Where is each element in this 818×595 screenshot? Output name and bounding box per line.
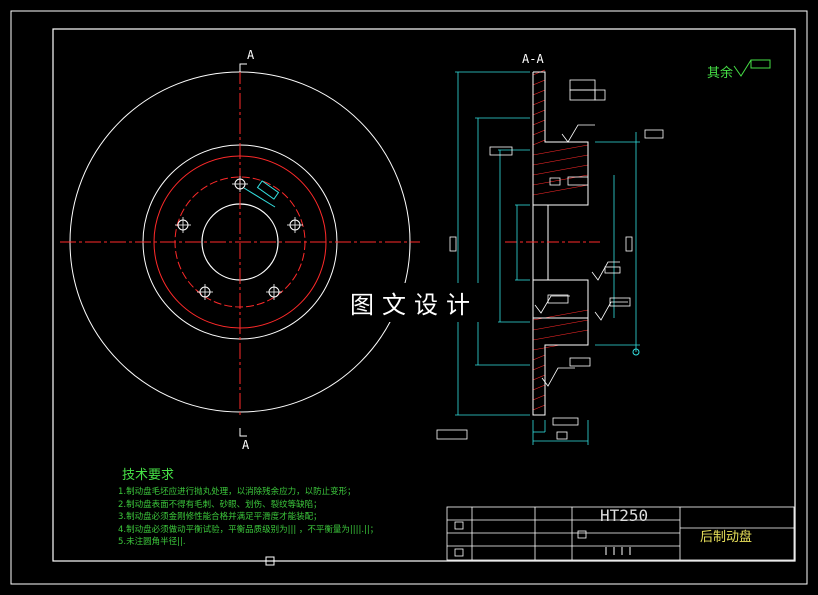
part-name-label: 后制动盘 <box>700 530 753 545</box>
bolt-callout-box <box>256 180 280 200</box>
tech-note: 5.未注圆角半径||. <box>118 537 186 547</box>
title-block <box>446 506 795 561</box>
watermark: 图文设计 <box>346 283 482 322</box>
roughness-note: 其余 <box>707 66 734 81</box>
front-view <box>60 63 420 437</box>
section-view <box>436 69 664 445</box>
section-label: A-A <box>522 52 544 66</box>
bolt-hole-crosses <box>175 176 303 300</box>
center-mark <box>265 556 275 566</box>
material-label: HT250 <box>600 506 649 525</box>
cut-label-bottom: A <box>242 438 250 452</box>
tech-note: 1.制动盘毛坯应进行抛丸处理，以消除残余应力，以防止变形； <box>118 487 356 497</box>
general-roughness-box <box>750 59 771 69</box>
inner-frame <box>52 28 796 562</box>
cut-arrow-top <box>239 63 247 72</box>
cut-label-top: A <box>247 48 255 62</box>
outer-frame <box>10 10 808 585</box>
tech-note: 3.制动盘必须金刚修性能合格并满足平滑度才能装配； <box>118 512 322 522</box>
tech-note: 4.制动盘必须做动平衡试验，平衡品质级别为||| ，不平衡量为||||.||； <box>118 524 379 535</box>
datum-marker <box>632 348 640 356</box>
section-hatch <box>532 69 589 411</box>
gdt-callouts <box>436 79 664 440</box>
bolt-callout-leader <box>243 187 276 208</box>
dimensions <box>455 71 640 445</box>
bolt-holes <box>177 178 301 298</box>
title-block-ticks <box>605 547 631 555</box>
tech-note: 2.制动盘表面不得有毛刺、砂眼、划伤、裂纹等缺陷； <box>118 499 322 510</box>
tech-requirements-notes: 1.制动盘毛坯应进行抛丸处理，以消除残余应力，以防止变形； 2.制动盘表面不得有… <box>118 486 378 549</box>
tech-requirements-title: 技术要求 <box>122 468 175 483</box>
cut-arrow-bottom <box>239 428 247 437</box>
roughness-symbols <box>534 124 628 387</box>
section-outline <box>532 72 589 416</box>
section-outline-top <box>533 71 589 318</box>
